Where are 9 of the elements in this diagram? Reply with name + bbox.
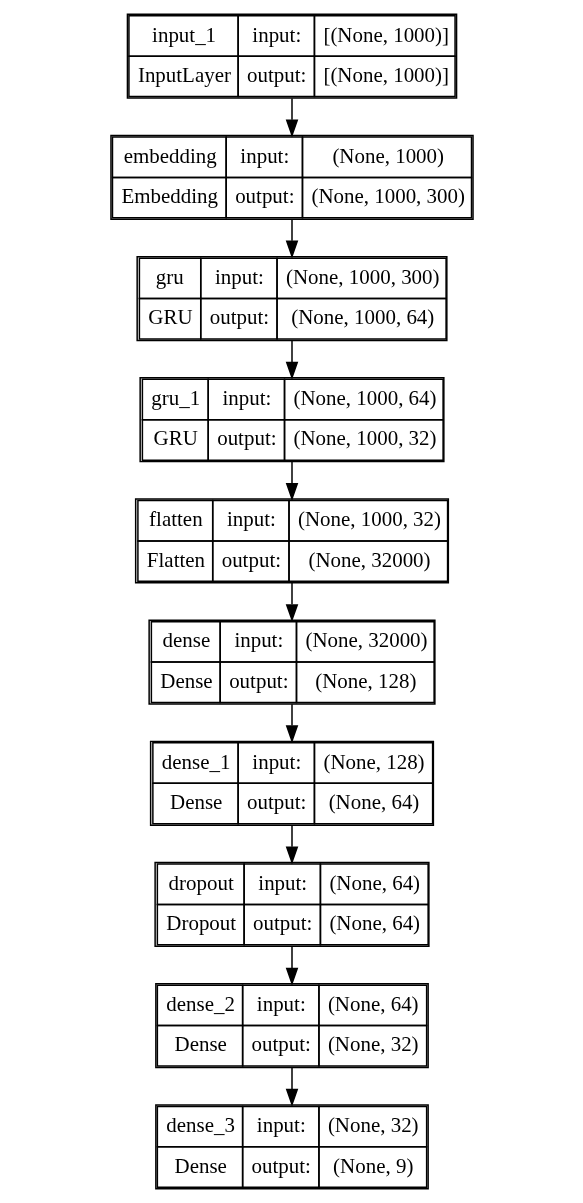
arrow <box>285 97 298 138</box>
arrow <box>285 945 298 986</box>
arrow <box>285 340 298 380</box>
arrow <box>285 703 298 744</box>
arrow <box>285 824 298 865</box>
arrow <box>285 218 298 259</box>
arrow <box>285 1067 298 1107</box>
arrow <box>285 461 298 501</box>
arrow <box>285 582 298 623</box>
